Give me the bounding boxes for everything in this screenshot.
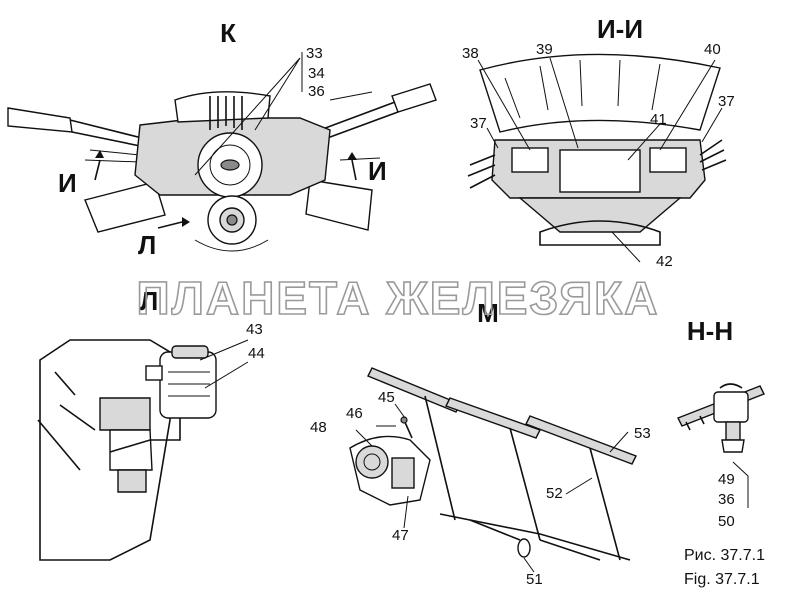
callout-33: 33 (306, 45, 323, 62)
callout-51: 51 (526, 571, 543, 588)
view-n-n-bracket-detail (677, 383, 765, 508)
left-lever-knob (7, 107, 73, 133)
callout-44: 44 (248, 345, 265, 362)
wiper-blade-1 (367, 367, 461, 413)
callout-49: 49 (718, 471, 735, 488)
callout-36: 36 (308, 83, 325, 100)
section-marker-l: Л (138, 230, 156, 260)
callout-50: 50 (718, 513, 735, 530)
callout-47: 47 (392, 527, 409, 544)
callout-45: 45 (378, 389, 395, 406)
lower-housing (518, 197, 682, 233)
callout-41: 41 (650, 111, 667, 128)
wiper-blade-2 (445, 397, 541, 439)
view-l-section (37, 339, 249, 561)
callout-46: 46 (346, 405, 363, 422)
right-lever-stem (319, 101, 399, 141)
watermark: ПЛАНЕТА ЖЕЛЕЗЯКА (137, 272, 660, 324)
callout-39: 39 (536, 41, 553, 58)
section-arrow-i-right (351, 159, 357, 181)
wheel-spoke-left (84, 181, 166, 233)
wiper-blade-53 (525, 415, 637, 465)
section-marker-i-right: И (368, 156, 387, 186)
right-lever-knob (391, 83, 437, 113)
cables-right (699, 139, 727, 171)
view-i-i-section (467, 53, 727, 263)
section-arrow-i-left (94, 159, 101, 181)
callout-34: 34 (308, 65, 325, 82)
view-label-i-i: И-И (597, 14, 643, 44)
view-label-k: К (220, 18, 236, 48)
view-label-n-n: Н-Н (687, 316, 733, 346)
wiper-arms (424, 395, 621, 561)
wiper-motor-43 (159, 351, 217, 419)
bracket-block (99, 397, 151, 431)
section-arrow-l (157, 221, 183, 229)
callout-37-right: 37 (718, 93, 735, 110)
callout-38: 38 (462, 45, 479, 62)
panel-outline (39, 339, 171, 561)
left-lever-stem (69, 119, 151, 149)
view-label-m: М (477, 298, 499, 328)
section-marker-i-left: И (58, 168, 77, 198)
callout-48: 48 (310, 419, 327, 436)
wheel-spoke-right (305, 179, 373, 231)
callout-36-b: 36 (718, 491, 735, 508)
callout-37-left: 37 (470, 115, 487, 132)
view-m-wiper-linkage (349, 367, 637, 573)
view-k-steering-switches (7, 52, 437, 252)
wiring-bundle (209, 96, 243, 130)
caption-en: Fig. 37.7.1 (684, 571, 760, 588)
cables-left (467, 154, 496, 189)
callout-53: 53 (634, 425, 651, 442)
center-block (559, 149, 641, 193)
callout-40: 40 (704, 41, 721, 58)
column-shroud-top (479, 53, 721, 133)
caption-ru: Рис. 37.7.1 (684, 547, 765, 564)
callout-52: 52 (546, 485, 563, 502)
nut-51 (517, 538, 531, 558)
callout-43: 43 (246, 321, 263, 338)
view-label-l: Л (140, 286, 158, 316)
callout-42: 42 (656, 253, 673, 270)
clamp-body (713, 391, 749, 423)
